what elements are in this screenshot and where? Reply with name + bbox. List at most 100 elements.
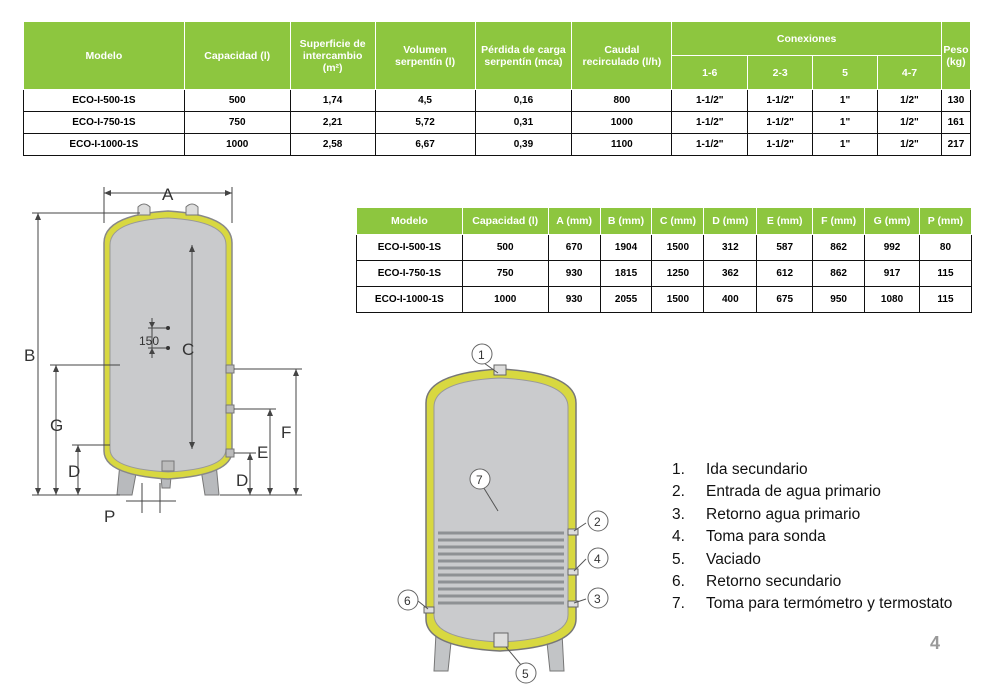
- table-cell: ECO-I-500-1S: [356, 234, 463, 261]
- callout-label: 2: [594, 515, 601, 529]
- callout-7: 7: [469, 468, 491, 490]
- col-header-volumen: Volumen serpentín (l): [374, 21, 476, 90]
- callout-4: 4: [587, 547, 609, 569]
- table-cell: 1100: [571, 133, 673, 156]
- table-cell: 5,72: [374, 111, 476, 134]
- list-item: 7.Toma para termómetro y termostato: [672, 593, 952, 615]
- table-cell: 1": [812, 89, 879, 112]
- drain-fitting: [161, 460, 175, 472]
- list-item-text: Retorno secundario: [706, 573, 842, 591]
- list-item: 4.Toma para sonda: [672, 526, 952, 548]
- tank-body: [109, 217, 227, 473]
- table-cell: 930: [547, 286, 601, 313]
- col-header: Modelo: [356, 207, 463, 235]
- probe-point-icon: [166, 326, 170, 330]
- list-item-number: 7.: [672, 595, 685, 613]
- table-cell: 1": [812, 133, 879, 156]
- table-cell: 4,5: [374, 89, 476, 112]
- col-header-modelo: Modelo: [23, 21, 185, 90]
- list-item: 6.Retorno secundario: [672, 571, 952, 593]
- table-cell: 2,21: [289, 111, 376, 134]
- table-cell: 670: [547, 234, 601, 261]
- table-cell: 1500: [651, 234, 705, 261]
- col-header-superficie: Superficie de intercambio (m²): [289, 21, 376, 90]
- table-cell: 6,67: [374, 133, 476, 156]
- table-cell: ECO-I-750-1S: [23, 111, 185, 134]
- list-item: 5.Vaciado: [672, 549, 952, 571]
- table-cell: ECO-I-500-1S: [23, 89, 185, 112]
- dim-label-c: C: [182, 340, 194, 359]
- lifting-lugs: [137, 203, 199, 216]
- dim-label-150: 150: [139, 334, 159, 348]
- table-cell: 1080: [864, 286, 920, 313]
- header-line: (m²): [322, 61, 343, 74]
- page-number: 4: [930, 633, 941, 653]
- header-line: serpentín (mca): [484, 55, 563, 68]
- table-cell: 1-1/2": [671, 133, 749, 156]
- list-item-number: 2.: [672, 483, 685, 501]
- list-item-text: Vaciado: [706, 550, 761, 568]
- header-line: serpentín (l): [395, 55, 456, 68]
- header-line: Peso: [943, 43, 969, 56]
- table-cell: 1000: [183, 133, 291, 156]
- table-cell: 0,39: [474, 133, 573, 156]
- table-cell: ECO-I-1000-1S: [356, 286, 463, 313]
- table-cell: 862: [812, 260, 866, 287]
- dim-label-a: A: [162, 185, 174, 204]
- table-cell: 0,16: [474, 89, 573, 112]
- table-cell: ECO-I-750-1S: [356, 260, 463, 287]
- table-cell: 161: [940, 111, 972, 134]
- list-item-text: Ida secundario: [706, 461, 808, 478]
- list-item-text: Toma para sonda: [706, 528, 826, 546]
- table-cell: 587: [756, 234, 814, 261]
- table-cell: 2055: [599, 286, 653, 313]
- table-cell: 400: [703, 286, 758, 313]
- callout-2: 2: [587, 510, 609, 532]
- table-cell: 130: [940, 89, 972, 112]
- dim-label-b: B: [24, 346, 35, 365]
- table-cell: 930: [547, 260, 601, 287]
- table-cell: 1000: [461, 286, 549, 313]
- probe-point-icon: [166, 346, 170, 350]
- col-header-peso: Peso (kg): [940, 21, 972, 90]
- callout-label: 3: [594, 592, 601, 606]
- header-line: (kg): [946, 55, 966, 68]
- dim-label-d-right: D: [236, 471, 248, 490]
- callout-6: 6: [397, 589, 419, 611]
- dim-label-g: G: [50, 416, 63, 435]
- col-header: P (mm): [918, 207, 973, 235]
- col-header-capacidad: Capacidad (l): [183, 21, 291, 90]
- table-cell: 917: [864, 260, 920, 287]
- list-item-number: 1.: [672, 461, 685, 478]
- table-cell: 1-1/2": [747, 111, 814, 134]
- callout-1: 1: [471, 343, 493, 365]
- table-cell: 750: [461, 260, 549, 287]
- header-line: recirculado (l/h): [582, 55, 662, 68]
- dim-label-e: E: [257, 443, 268, 462]
- callout-5: 5: [515, 662, 537, 684]
- header-line: intercambio: [302, 49, 363, 62]
- table-cell: 1": [812, 111, 879, 134]
- table-cell: 612: [756, 260, 814, 287]
- dim-label-f: F: [281, 423, 291, 442]
- table-cell: 115: [918, 260, 973, 287]
- col-header-conex-5: 5: [812, 55, 879, 90]
- nozzles: [423, 364, 579, 648]
- table-cell: 675: [756, 286, 814, 313]
- col-header: F (mm): [812, 207, 866, 235]
- table-cell: 1-1/2": [671, 89, 749, 112]
- callout-label: 7: [476, 473, 483, 487]
- col-header: D (mm): [703, 207, 758, 235]
- table-cell: 1500: [651, 286, 705, 313]
- dim-label-d-left: D: [68, 462, 80, 481]
- callout-label: 6: [404, 594, 411, 608]
- list-item-text: Entrada de agua primario: [706, 483, 881, 501]
- table-cell: 800: [571, 89, 673, 112]
- table-cell: 950: [812, 286, 866, 313]
